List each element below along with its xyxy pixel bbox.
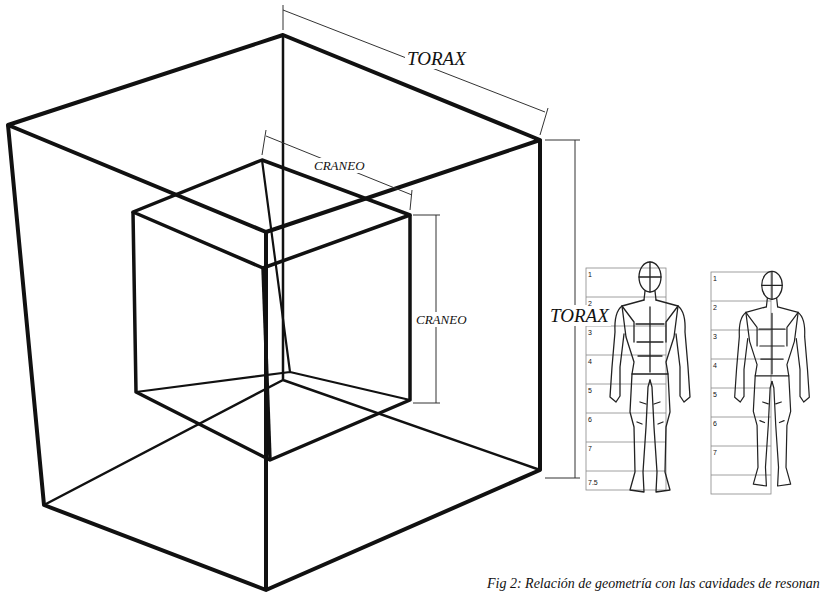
scale-number: 2 <box>713 304 717 311</box>
scale-number: 7 <box>713 449 717 456</box>
dimension-label: CRANEO <box>414 312 469 327</box>
figure-caption: Fig 2: Relación de geometría con las cav… <box>485 576 822 592</box>
outer-cube <box>8 35 540 590</box>
female-figure <box>735 271 810 486</box>
male-figure <box>610 262 690 492</box>
proportion-grid <box>586 268 771 494</box>
scale-number: 3 <box>588 329 592 336</box>
scale-number: 4 <box>588 358 592 365</box>
dimension-label: TORAX <box>548 305 611 326</box>
scale-number: 5 <box>588 387 592 394</box>
dimension-lines <box>262 5 580 478</box>
dimension-label: TORAX <box>405 48 468 69</box>
scale-number: 3 <box>713 333 717 340</box>
scale-number: 7 <box>588 445 592 452</box>
scale-number: 1 <box>713 275 717 282</box>
dimension-label: CRANEO <box>312 158 367 173</box>
scale-number: 5 <box>713 391 717 398</box>
scale-number: 1 <box>588 271 592 278</box>
scale-number: 6 <box>588 416 592 423</box>
scale-number: 4 <box>713 362 717 369</box>
scale-number: 6 <box>713 420 717 427</box>
inner-cube <box>133 160 410 460</box>
scale-number: 7.5 <box>588 479 598 486</box>
scale-number: 2 <box>588 300 592 307</box>
